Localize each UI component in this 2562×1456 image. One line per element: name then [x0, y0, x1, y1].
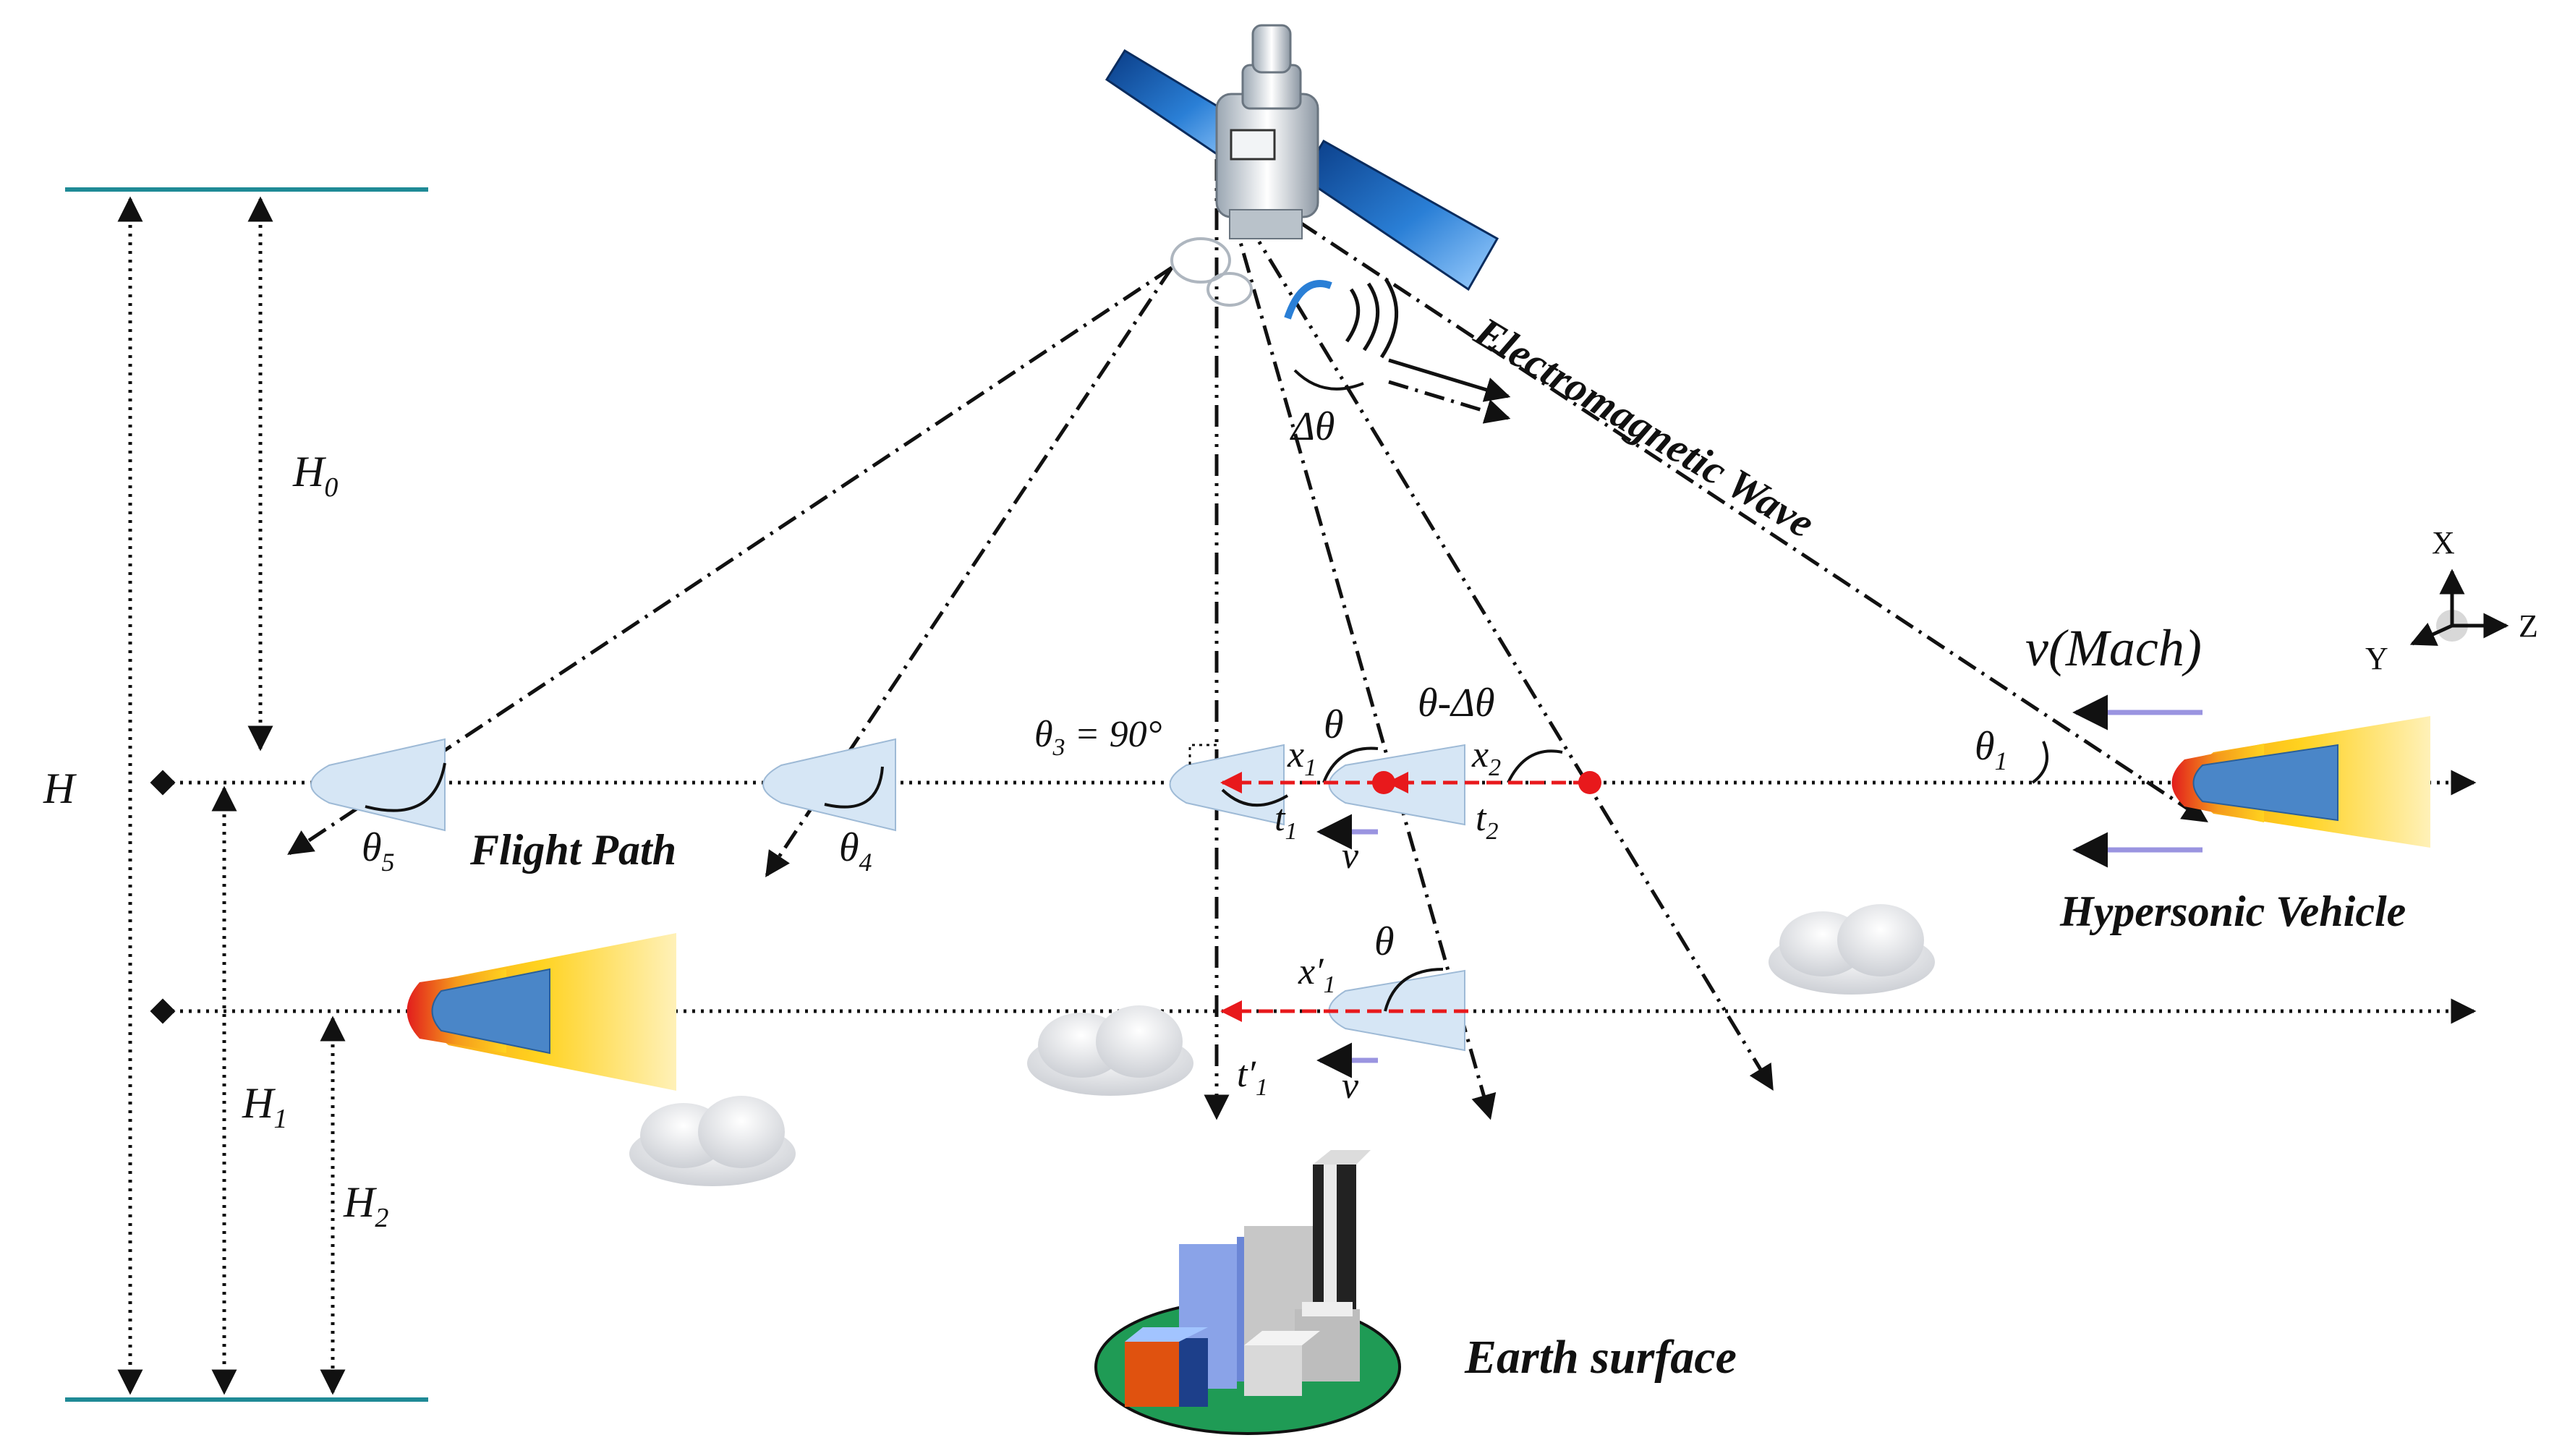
- angle-arc-theta-lower: [1384, 968, 1444, 1012]
- label-theta-lower: θ: [1374, 919, 1395, 964]
- label-v-mach: v(Mach): [2025, 619, 2202, 677]
- cloud-icon: [1027, 1005, 1193, 1096]
- angle-arc-theta1: [2031, 741, 2048, 784]
- label-H0: H0: [292, 448, 338, 503]
- label-x2: x2: [1471, 734, 1501, 781]
- label-H2: H2: [343, 1178, 388, 1233]
- hypersonic-vehicle-icon: [2171, 716, 2430, 848]
- label-theta1: θ1: [1975, 724, 2008, 775]
- label-theta: θ: [1324, 702, 1344, 747]
- label-theta4: θ4: [839, 825, 872, 877]
- coordinate-axes-icon: [2409, 569, 2509, 646]
- label-axis-z: Z: [2519, 608, 2538, 644]
- ghost-vehicle-theta4: [762, 738, 896, 832]
- angle-arc-theta3: [1188, 744, 1217, 767]
- label-H1: H1: [242, 1079, 287, 1134]
- cloud-icon: [1769, 904, 1935, 995]
- hypersonic-vehicle-lower-icon: [407, 933, 676, 1091]
- em-wave-ripple-2: [1362, 282, 1380, 352]
- label-v-lower: v: [1342, 1065, 1359, 1107]
- label-axis-y: Y: [2365, 641, 2388, 676]
- ghost-vehicle-theta: [1328, 744, 1465, 826]
- label-flight-path: Flight Path: [469, 826, 676, 874]
- label-delta-theta: Δθ: [1290, 404, 1335, 449]
- city-icon: [1094, 1150, 1401, 1435]
- ghost-vehicle-theta3: [1169, 744, 1285, 826]
- em-wave-arrow-2: [1388, 380, 1511, 424]
- angle-arc-t1: [1221, 788, 1289, 807]
- label-em-wave: Electromagnetic Wave: [1466, 307, 1822, 547]
- em-wave-ripple-1: [1345, 288, 1361, 343]
- red-point-x1: [1372, 771, 1395, 794]
- ghost-vehicle-theta5: [310, 738, 446, 832]
- label-t2: t2: [1476, 798, 1498, 845]
- angle-arc-theta4: [824, 766, 884, 809]
- delta-theta-arc: [1293, 369, 1364, 391]
- label-theta3: θ3 = 90°: [1034, 714, 1162, 761]
- angle-arc-theta: [1322, 746, 1379, 783]
- beam-theta1: [1235, 179, 2208, 823]
- cloud-icon: [629, 1096, 796, 1186]
- angle-arc-theta5: [365, 762, 446, 812]
- label-hypersonic-vehicle: Hypersonic Vehicle: [2059, 887, 2406, 935]
- label-t1-prime: t′1: [1237, 1054, 1268, 1101]
- angle-arc-theta-minus: [1507, 749, 1563, 783]
- beam-theta-minus: [1242, 216, 1774, 1091]
- label-theta5: θ5: [362, 825, 395, 877]
- label-theta-minus-delta: θ-Δθ: [1418, 681, 1495, 725]
- label-axis-x: X: [2432, 525, 2455, 561]
- label-earth-surface: Earth surface: [1464, 1331, 1737, 1384]
- em-wave-arrow-1: [1388, 358, 1511, 402]
- beam-theta: [1231, 216, 1497, 1120]
- label-H: H: [43, 765, 77, 812]
- em-wave-ripple-3: [1379, 278, 1399, 359]
- red-point-x2: [1578, 771, 1601, 794]
- satellite-icon: [1105, 24, 1499, 320]
- label-v-upper: v: [1342, 835, 1359, 877]
- label-x1: x1: [1287, 734, 1316, 781]
- label-x1-prime: x′1: [1298, 951, 1335, 998]
- label-t1: t1: [1274, 798, 1297, 845]
